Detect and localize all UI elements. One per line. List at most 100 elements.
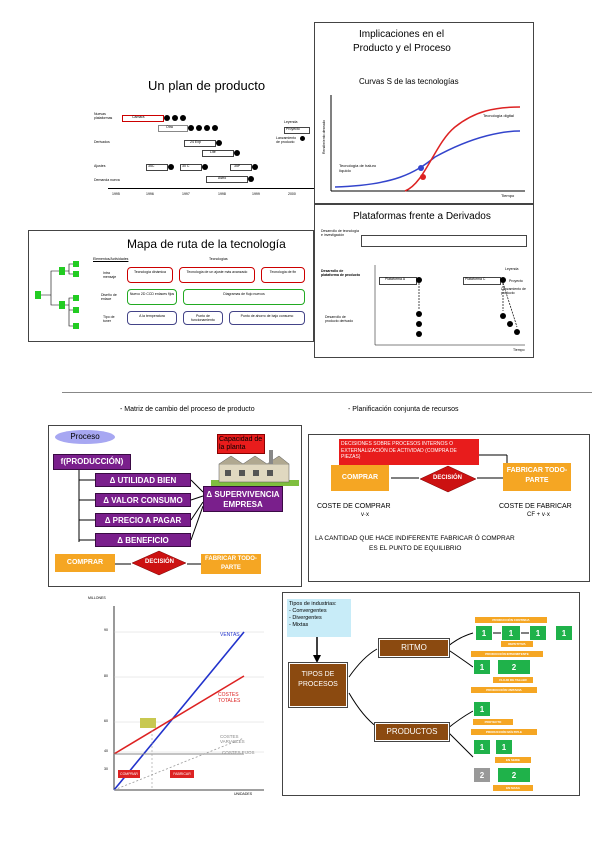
tag: PRODUCCIÓN INTERMITENTE (471, 651, 543, 657)
series-line (113, 737, 245, 791)
tag: FLUJO DE TALLER (493, 677, 533, 683)
year: 1998 (218, 192, 226, 196)
tree-node (59, 301, 65, 309)
comprar-marker-label: COMPRAR (120, 772, 138, 776)
year: 1997 (182, 192, 190, 196)
coste-fabricar-formula: CF + v·x (527, 512, 550, 518)
y-tick-label: 60 (104, 719, 108, 723)
productos-box: PRODUCTOS (374, 722, 450, 742)
tipos-procesos-label: TIPOS DE PROCESOS (298, 671, 338, 688)
tree-node (73, 295, 79, 301)
num-box: 1 (473, 701, 491, 717)
slide-tipos-procesos: Tipos de industrias: - Convergentes - Di… (282, 592, 580, 796)
ritmo-box: RITMO (378, 638, 450, 658)
series-label: COSTES FIJOS (222, 750, 255, 755)
fabricar-marker: FABRICAR (170, 770, 194, 778)
milestone (202, 164, 208, 170)
row-label: Desarrollo de plataforma de producto (321, 269, 361, 277)
tree-node (59, 267, 65, 275)
milestone (416, 311, 422, 317)
fabricar-box: FABRICAR TODO-PARTE (201, 554, 261, 574)
milestone (500, 313, 506, 319)
tree-node (35, 291, 41, 299)
milestone (514, 329, 520, 335)
milestone (172, 115, 178, 121)
milestone (204, 125, 210, 131)
slide-title: Mapa de ruta de la tecnología (127, 237, 286, 251)
coste-fabricar: COSTE DE FABRICAR (499, 503, 572, 510)
num-box: 1 (495, 739, 513, 755)
num-box: 2 (497, 767, 531, 783)
legend-title: Leyenda (505, 267, 519, 271)
capacidad-text: Capacidad de la planta (219, 436, 263, 451)
divider (62, 392, 592, 393)
roadmap-cell: Diagramas de flujo nuevos (183, 289, 305, 305)
comprar-box: COMPRAR (331, 465, 389, 491)
tipos-connectors (313, 632, 529, 758)
bar-label: 35P (234, 164, 241, 168)
roadmap-cell: Nuevo 2D CCD enlaces fijos (127, 289, 177, 305)
y-axis-label: MILLONES (88, 596, 106, 600)
bar (122, 115, 164, 122)
slide-title-1: Implicaciones en el (359, 29, 445, 40)
tag: PRODUCCIÓN CONTINUA (475, 617, 547, 623)
info-title: Tipos de industrias: (289, 601, 337, 607)
legend-item: Proyecto (286, 127, 300, 131)
time-axis (108, 188, 318, 189)
productos-label: PRODUCTOS (386, 727, 438, 736)
marker-box (140, 718, 156, 728)
factory-icon (211, 450, 299, 486)
row-label: Derivados (94, 140, 110, 144)
y-tick-label: 90 (104, 628, 108, 632)
s-curves (330, 95, 525, 192)
bar (180, 164, 202, 171)
info-box: Tipos de industrias: - Convergentes - Di… (287, 599, 351, 637)
bar-label: 35C (148, 164, 155, 168)
series-label: VENTAS (220, 632, 240, 638)
series-line (113, 631, 245, 791)
roadmap-cell: Punto de ahorro de bajo consumo (229, 311, 305, 325)
num-box: 1 (473, 739, 491, 755)
x-axis-label: Tiempo (513, 348, 525, 352)
roadmap-cell: Tecnología dinámica (127, 267, 173, 283)
milestone (168, 164, 174, 170)
decision-diamond (131, 550, 187, 576)
decision-diamond (419, 465, 477, 493)
valor-consumo: Δ VALOR CONSUMO (95, 493, 191, 507)
legend-bar (284, 127, 310, 134)
milestone (416, 321, 422, 327)
milestone (212, 125, 218, 131)
f-produccion: f(PRODUCCIÓN) (53, 454, 131, 470)
roadmap-cell: Punto de funcionamiento (183, 311, 223, 325)
proceso-label: Proceso (55, 430, 115, 444)
num-box: 1 (501, 625, 521, 641)
row-label: Tipo de tuner (103, 315, 115, 323)
caption-left: - Matriz de cambio del proceso de produc… (120, 406, 255, 413)
num-box: 1 (529, 625, 547, 641)
bar-label: Otra (166, 125, 173, 129)
research-bar (361, 235, 527, 247)
y-tick-label: 30 (104, 767, 108, 771)
legend-item: Lanzamiento de producto (276, 136, 297, 144)
num-box: 1 (555, 625, 573, 641)
series-label: COSTES TOTALES (218, 692, 241, 704)
row-label: Demanda nueva (94, 178, 120, 182)
beneficio: Δ BENEFICIO (95, 533, 191, 547)
bar-label: 24 Exp (190, 140, 201, 144)
label-digital: Tecnología digital (483, 113, 514, 118)
tree-node (73, 323, 79, 329)
col-header: Elementos/Actividades (93, 257, 129, 261)
comprar-marker: COMPRAR (118, 770, 140, 778)
y-tick-label: 40 (104, 749, 108, 753)
slide-title: Un plan de producto (148, 78, 266, 93)
milestone (188, 125, 194, 131)
x-axis-label: Tiempo (501, 193, 515, 198)
milestone (500, 277, 506, 283)
tag: PROYECTO (473, 719, 513, 725)
milestone (234, 150, 240, 156)
supervivencia-empresa: Δ SUPERVIVENCIA EMPRESA (203, 486, 283, 512)
info-item: - Mixtas (289, 622, 309, 628)
bar (158, 125, 188, 132)
caption-right: - Planificación conjunta de recursos (348, 406, 459, 413)
row-label: Nuevas plataformas (94, 112, 113, 120)
